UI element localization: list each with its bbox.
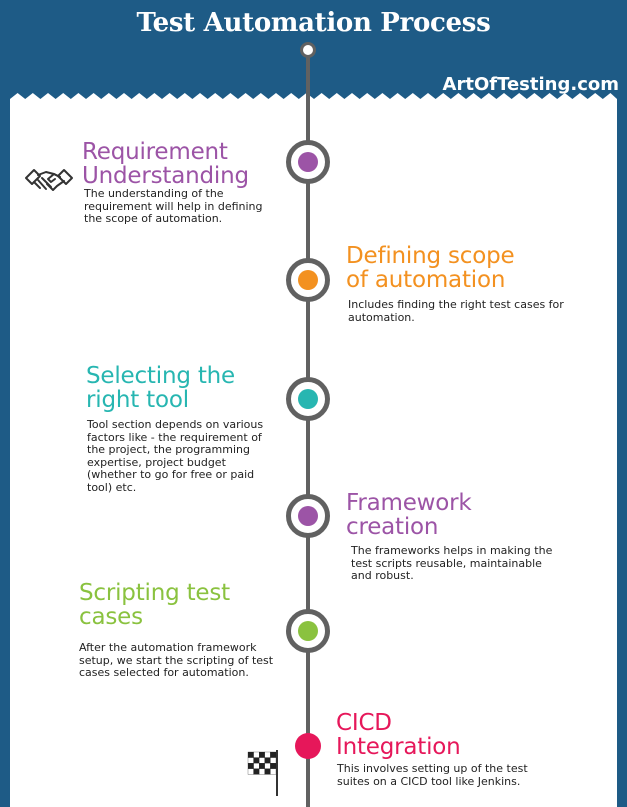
step-1-heading: Requirement Understanding bbox=[82, 140, 249, 188]
step-6-dot bbox=[295, 733, 321, 759]
step-1-node bbox=[286, 140, 330, 184]
step-6-description: This involves setting up of the test sui… bbox=[337, 762, 528, 788]
step-4-heading-line2: creation bbox=[346, 514, 439, 540]
content-panel bbox=[10, 93, 617, 807]
step-1-desc-line: The understanding of the bbox=[84, 187, 224, 200]
step-1-desc-line: requirement will help in defining bbox=[84, 199, 263, 213]
step-1-description: The understanding of the requirement wil… bbox=[84, 187, 263, 226]
step-3-desc-line: Tool section depends on various bbox=[87, 418, 264, 431]
step-4-desc-line: and robust. bbox=[351, 569, 414, 582]
checkered-flag-icon bbox=[247, 750, 278, 796]
step-5-desc-line: setup, we start the scripting of test bbox=[79, 653, 274, 667]
step-2-node bbox=[286, 258, 330, 302]
step-3-desc-line: expertise, project budget bbox=[87, 455, 226, 469]
step-1-heading-line1: Requirement bbox=[82, 139, 228, 165]
step-3-heading-line2: right tool bbox=[86, 387, 189, 413]
page-title: Test Automation Process bbox=[136, 8, 491, 38]
brand-logo-text: ArtOfTesting.com bbox=[442, 74, 619, 95]
step-4-dot bbox=[298, 506, 318, 526]
step-6-heading-line1: CICD bbox=[336, 710, 392, 736]
step-4-node bbox=[286, 494, 330, 538]
step-3-description: Tool section depends on various factors … bbox=[87, 418, 264, 494]
step-4-description: The frameworks helps in making the test … bbox=[351, 544, 553, 583]
step-5-heading-line1: Scripting test bbox=[79, 580, 230, 606]
step-5-node bbox=[286, 609, 330, 653]
step-1-heading-line2: Understanding bbox=[82, 163, 249, 189]
step-3-node bbox=[286, 377, 330, 421]
step-5-desc-line: After the automation framework bbox=[79, 641, 257, 654]
step-3-heading-line1: Selecting the bbox=[86, 363, 235, 389]
step-5-dot bbox=[298, 621, 318, 641]
step-4-desc-line: The frameworks helps in making the bbox=[351, 544, 553, 557]
step-6-heading-line2: Integration bbox=[336, 734, 461, 760]
handshake-icon bbox=[25, 169, 73, 191]
step-1-dot bbox=[298, 152, 318, 172]
step-3-heading: Selecting the right tool bbox=[86, 364, 235, 412]
step-2-heading: Defining scope of automation bbox=[346, 243, 515, 293]
step-5-description: After the automation framework setup, we… bbox=[79, 641, 274, 680]
step-2-heading-line1: Defining scope bbox=[346, 243, 515, 269]
step-1-desc-line: the scope of automation. bbox=[84, 212, 223, 225]
step-5-desc-line: cases selected for automation. bbox=[79, 666, 249, 679]
step-2-dot bbox=[298, 270, 318, 290]
step-4-heading: Framework creation bbox=[346, 491, 472, 539]
step-4-heading-line1: Framework bbox=[346, 490, 472, 516]
step-3-dot bbox=[298, 389, 318, 409]
step-4-desc-line: test scripts reusable, maintainable bbox=[351, 556, 542, 570]
timeline-line bbox=[306, 50, 310, 807]
step-5-heading: Scripting test cases bbox=[79, 581, 230, 629]
step-3-desc-line: factors like - the requirement of bbox=[87, 430, 262, 444]
step-3-desc-line: tool) etc. bbox=[87, 480, 137, 494]
step-2-desc-line: automation. bbox=[348, 310, 415, 324]
step-2-desc-line: Includes finding the right test cases fo… bbox=[348, 298, 564, 311]
step-3-desc-line: (whether to go for free or paid bbox=[87, 468, 255, 481]
step-6-heading: CICD Integration bbox=[336, 711, 461, 759]
step-3-desc-line: the project, the programming bbox=[87, 443, 250, 456]
step-5-heading-line2: cases bbox=[79, 604, 143, 630]
step-6-desc-line: suites on a CICD tool like Jenkins. bbox=[337, 774, 521, 788]
timeline-start-dot bbox=[300, 42, 316, 58]
step-2-heading-line2: of automation bbox=[346, 267, 506, 293]
step-6-desc-line: This involves setting up of the test bbox=[337, 762, 528, 775]
step-2-description: Includes finding the right test cases fo… bbox=[348, 298, 564, 324]
